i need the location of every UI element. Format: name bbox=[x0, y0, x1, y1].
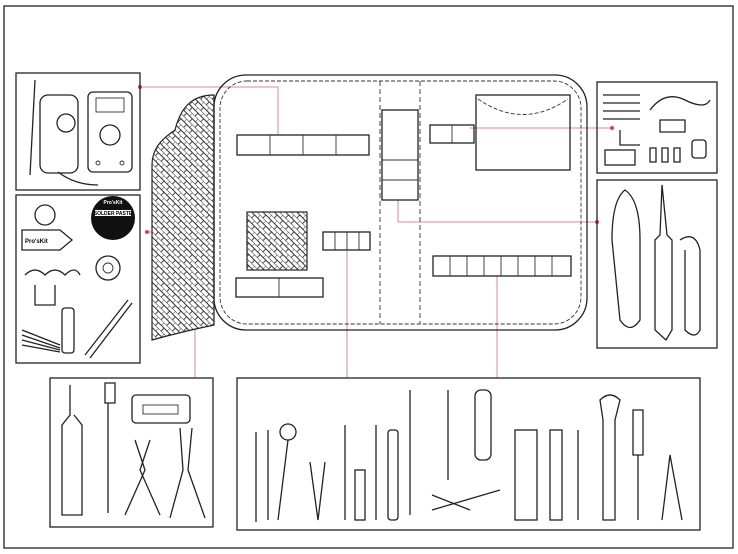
solder-paste-tin-icon: Pro'sKit SOLDER PASTE bbox=[91, 196, 135, 240]
box-hand-tools bbox=[236, 377, 701, 531]
crimping-pliers-icon bbox=[169, 427, 206, 519]
hex-key-icon bbox=[619, 130, 640, 146]
pocket-row-right bbox=[432, 255, 572, 277]
soldering-iron-icon bbox=[654, 184, 673, 342]
envelope-pocket bbox=[475, 94, 571, 171]
marker-icon bbox=[387, 429, 399, 521]
hobby-knife-icon bbox=[549, 429, 563, 521]
continuity-tester-icon bbox=[29, 79, 99, 186]
pocket-vertical bbox=[381, 109, 419, 201]
coil-cord-icon bbox=[24, 269, 81, 306]
multimeter-icon bbox=[87, 91, 133, 173]
connector-lines bbox=[138, 85, 614, 378]
cable-tester-icon bbox=[131, 394, 191, 424]
brand-label-tin: Pro'sKit bbox=[104, 200, 123, 206]
box-screwdrivers-hex bbox=[596, 81, 718, 174]
desoldering-tube-icon bbox=[84, 299, 133, 359]
tweezers-icon bbox=[309, 461, 326, 521]
solder-paste-label: SOLDER PASTE bbox=[94, 211, 133, 217]
pocket-bottom-left bbox=[235, 277, 324, 298]
flux-bottle-icon bbox=[61, 307, 75, 354]
adjustable-wrench-icon bbox=[599, 394, 621, 521]
utility-knife-icon bbox=[514, 429, 538, 521]
punch-down-tool-icon bbox=[61, 385, 83, 516]
scissors-icon bbox=[431, 489, 501, 511]
box-network-tools bbox=[49, 377, 214, 528]
case-flap bbox=[151, 94, 215, 341]
connectors-icon bbox=[649, 147, 681, 163]
box-soldering-iron bbox=[596, 179, 718, 349]
solder-tube-icon bbox=[354, 469, 366, 521]
inspection-mirror-icon bbox=[279, 423, 297, 441]
solder-sucker-icon bbox=[104, 382, 116, 513]
tool-case bbox=[151, 74, 588, 341]
solder-reel-icon bbox=[95, 255, 121, 281]
tone-probe-icon bbox=[611, 189, 641, 329]
pocket-row-top bbox=[236, 134, 370, 156]
brand-label-tag: Pro'sKit bbox=[25, 239, 48, 245]
crimp-die-icon bbox=[604, 149, 636, 166]
box-solder-accessories: Pro'sKit Pro'sKit SOLDER PASTE bbox=[15, 194, 141, 364]
precision-screwdrivers-icon bbox=[603, 94, 640, 120]
wire-stripper-icon bbox=[649, 96, 711, 133]
bent-tweezers-icon bbox=[661, 454, 683, 521]
cleaning-brush-icon bbox=[474, 389, 492, 461]
tag-icon: Pro'sKit bbox=[21, 204, 74, 251]
large-screwdriver-icon bbox=[632, 409, 644, 520]
box-testers bbox=[15, 72, 141, 191]
power-cord-icon bbox=[679, 236, 701, 336]
outer-frame bbox=[3, 5, 734, 549]
probe-set-icon bbox=[21, 329, 61, 353]
battery-icon bbox=[691, 139, 707, 159]
pocket-mid bbox=[322, 231, 371, 251]
mesh-pocket bbox=[246, 211, 308, 271]
diagonal-cutter-icon bbox=[124, 439, 161, 516]
